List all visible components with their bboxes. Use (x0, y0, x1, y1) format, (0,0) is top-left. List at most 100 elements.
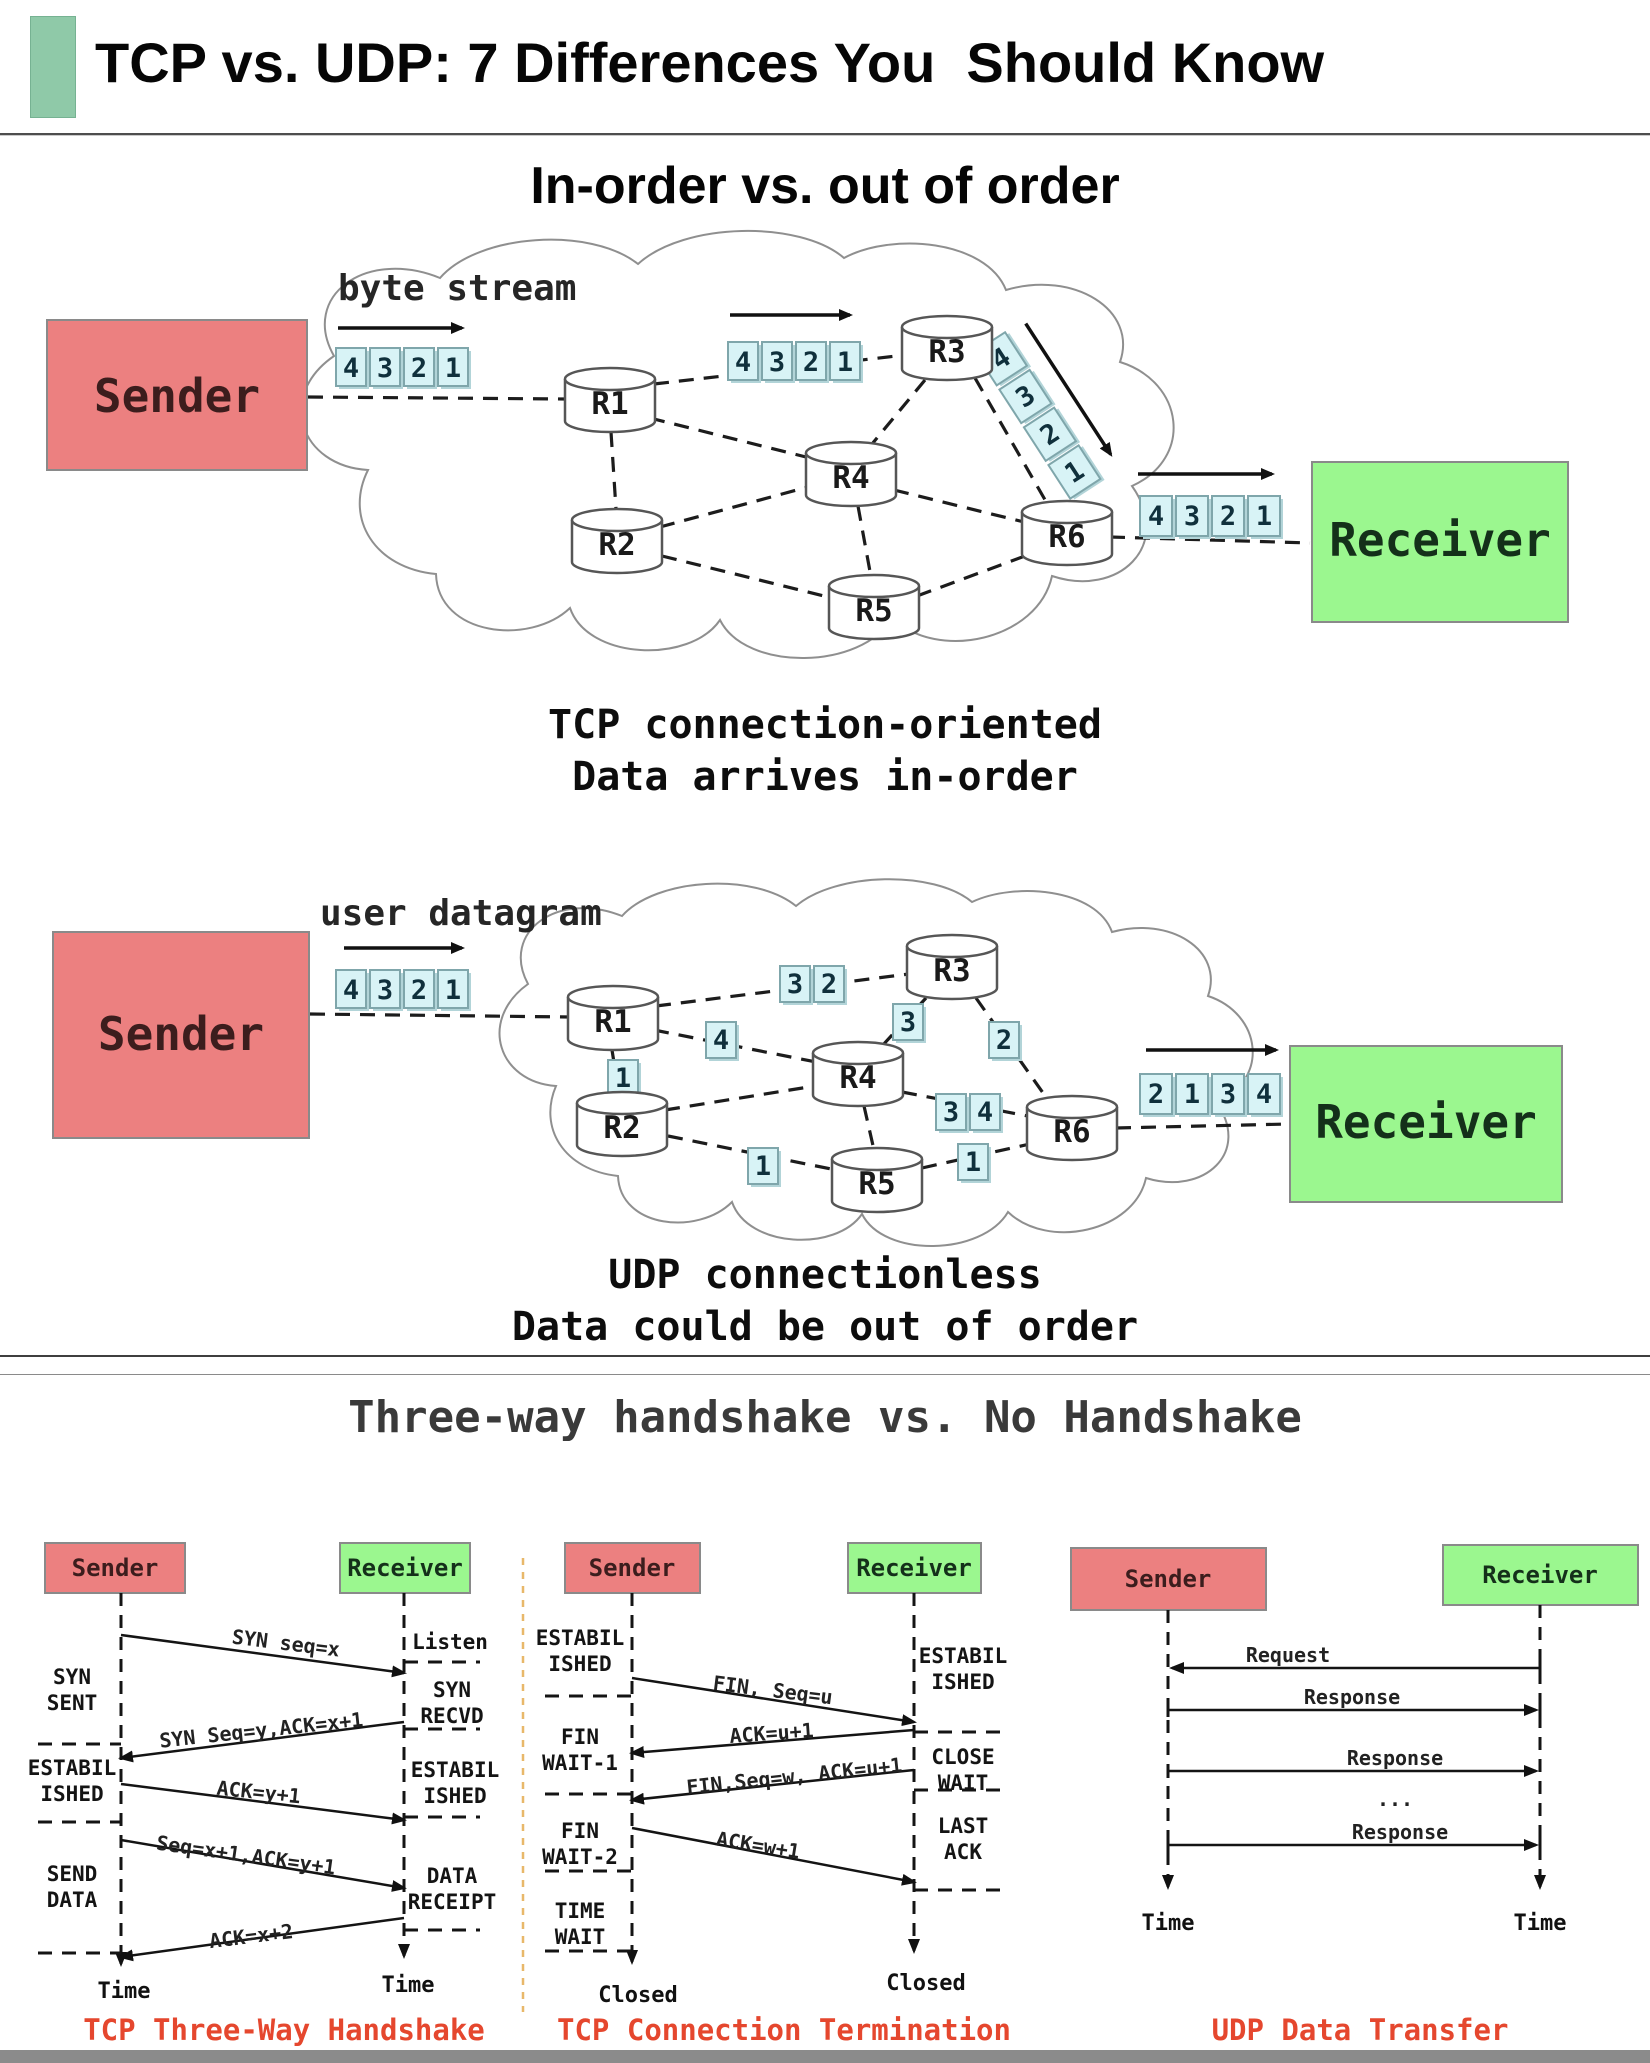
bottom-bar (0, 2050, 1650, 2063)
state-label: WAIT (938, 1771, 989, 1795)
sender-label: Sender (589, 1554, 676, 1582)
packet-row-diagonal: 4 3 2 1 (973, 322, 1113, 500)
packet: 1 (1256, 501, 1272, 532)
link-r6-receiver (1115, 1122, 1289, 1130)
closed-label: Closed (886, 1971, 965, 1996)
state-label: SEND (47, 1862, 98, 1886)
packet: 2 (411, 975, 427, 1006)
state-label: FIN (561, 1725, 599, 1749)
section-heading-order: In-order vs. out of order (530, 157, 1120, 215)
time-label: Time (1142, 1911, 1195, 1936)
packet: 3 (900, 1007, 916, 1038)
link-r1-r4 (649, 416, 811, 460)
state-label: DATA (427, 1864, 478, 1888)
packet: 3 (1220, 1079, 1236, 1110)
sender-box (1070, 1547, 1267, 1611)
title-divider (0, 133, 1650, 136)
packet-row-in: 2 1 3 4 (1139, 1073, 1283, 1117)
state-label: CLOSE (931, 1745, 994, 1769)
seq-udp-transfer: Sender Receiver Request Response Respons… (1070, 1544, 1639, 2047)
receiver-box (1442, 1544, 1639, 1606)
link-sender-r1 (309, 1012, 571, 1019)
link-r2-r4 (664, 1084, 816, 1112)
sender-box (46, 319, 308, 471)
state-label: WAIT-1 (542, 1751, 618, 1775)
state-label: SENT (47, 1691, 98, 1715)
packet-row-mid: 4 3 2 1 (727, 341, 863, 383)
time-label: Time (98, 1979, 151, 2004)
sender-box (52, 931, 310, 1139)
router-label: R5 (855, 593, 892, 629)
router-label: R1 (594, 1004, 631, 1040)
packet: 1 (837, 347, 853, 378)
packet: 2 (996, 1025, 1012, 1056)
message-label: Request (1246, 1643, 1330, 1667)
packet: 1 (965, 1147, 981, 1178)
state-label: ESTABIL (919, 1644, 1008, 1668)
packet: 4 (977, 1097, 993, 1128)
packet: 3 (1184, 501, 1200, 532)
link-r2-r5 (661, 554, 833, 600)
router-r4: R4 (804, 440, 898, 508)
receiver-label: Receiver (1482, 1561, 1598, 1589)
packet: 1 (445, 975, 461, 1006)
state-label: WAIT-2 (542, 1845, 618, 1869)
receiver-label: Receiver (347, 1554, 463, 1582)
state-label: TIME (555, 1899, 606, 1923)
sender-box (44, 1542, 186, 1594)
router-label: R6 (1053, 1114, 1090, 1150)
packet-row-out: 4 3 2 1 (335, 347, 471, 389)
scattered-packets: 3 2 4 1 3 2 3 4 1 1 (607, 965, 1022, 1187)
message-arrow (120, 1838, 407, 1892)
sender-label: Sender (1125, 1565, 1212, 1593)
state-label: Listen (412, 1630, 488, 1654)
packet: 2 (1148, 1079, 1164, 1110)
packet: 1 (445, 353, 461, 384)
packet: 4 (1148, 501, 1164, 532)
packet: 3 (377, 353, 393, 384)
packet: 4 (713, 1025, 729, 1056)
router-label: R3 (933, 953, 970, 989)
router-r5: R5 (827, 573, 921, 641)
packet: 1 (1184, 1079, 1200, 1110)
sender-label: Sender (94, 369, 260, 423)
router-label: R4 (832, 460, 869, 496)
message-arrow (120, 1633, 407, 1678)
packet: 4 (343, 975, 359, 1006)
caption-udp-line1: UDP connectionless (608, 1252, 1042, 1298)
receiver-label: Receiver (1329, 513, 1551, 567)
state-label: SYN (53, 1665, 91, 1689)
page-title: TCP vs. UDP: 7 Differences You Should Kn… (95, 31, 1325, 94)
packet: 4 (735, 347, 751, 378)
router-r3: R3 (900, 314, 994, 382)
title-accent-bar (30, 16, 76, 118)
message-label: Response (1352, 1820, 1448, 1844)
packet: 1 (615, 1063, 631, 1094)
message-label: Seq=x+1,ACK=y+1 (155, 1831, 337, 1880)
packet: 3 (943, 1097, 959, 1128)
packet: 2 (821, 969, 837, 1000)
packet: 3 (787, 969, 803, 1000)
udp-network-diagram: Sender Receiver user datagram 4 3 2 1 3 … (52, 878, 1563, 1247)
closed-label: Closed (598, 1983, 677, 2008)
message-label: ACK=w+1 (715, 1827, 802, 1864)
section-divider-line (0, 1355, 1650, 1357)
message-label: FIN, Seq=u (712, 1671, 834, 1709)
section-heading-handshake: Three-way handshake vs. No Handshake (348, 1392, 1302, 1443)
state-label: SYN (433, 1678, 471, 1702)
state-label: ISHED (548, 1652, 611, 1676)
message-arrow (120, 1782, 407, 1825)
message-label: SYN Seq=y,ACK=x+1 (158, 1707, 364, 1752)
diagram-caption: TCP Connection Termination (557, 2013, 1011, 2047)
router-r5: R5 (830, 1146, 924, 1214)
router-r2: R2 (575, 1090, 669, 1158)
packet: 3 (769, 347, 785, 378)
state-label: ISHED (40, 1782, 103, 1806)
router-r3: R3 (905, 933, 999, 1001)
message-label: FIN,Seq=w, ACK=u+1 (685, 1753, 903, 1800)
router-label: R3 (928, 334, 965, 370)
message-arrow (631, 1676, 917, 1727)
message-label: ACK=y+1 (216, 1776, 302, 1809)
caption-tcp-line2: Data arrives in-order (572, 754, 1078, 800)
